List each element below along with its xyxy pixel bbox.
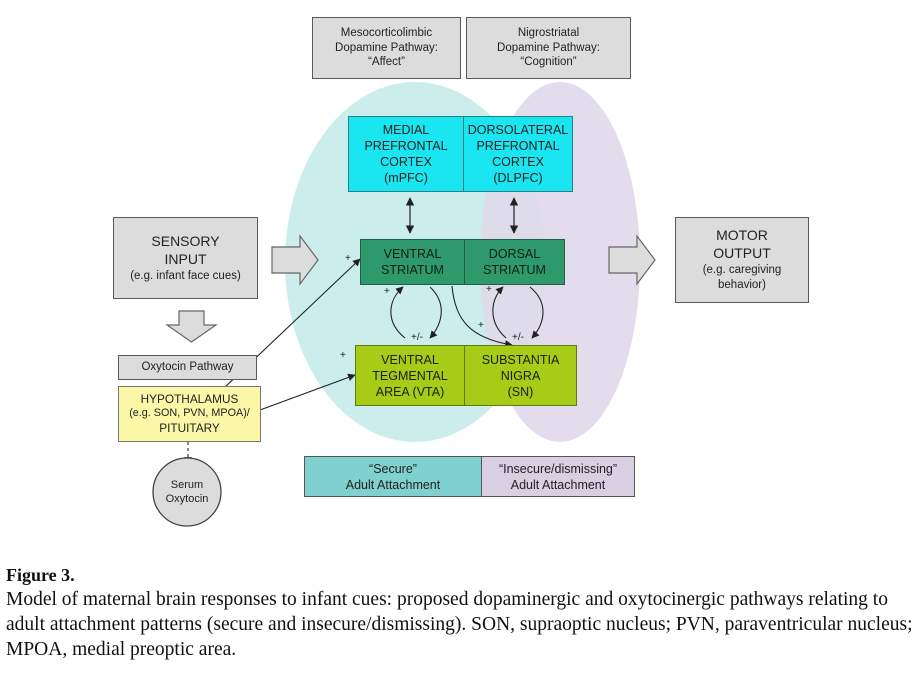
ventral-striatum-box: VENTRAL STRIATUM: [360, 239, 465, 285]
plus-sign: +: [478, 320, 484, 331]
region-label: CORTEX: [492, 155, 544, 169]
dorsal-striatum-box: DORSAL STRIATUM: [464, 239, 565, 285]
plus-minus-sign: +/-: [512, 332, 524, 343]
sensory-to-oxytocin-block-arrow: [165, 310, 218, 343]
plus-sign: +: [486, 284, 492, 295]
brain-to-motor-block-arrow: [608, 234, 656, 286]
vs-vta-loop-down: [429, 286, 442, 339]
serum-line: Oxytocin: [165, 493, 209, 505]
legend-line: “Insecure/dismissing”: [498, 461, 618, 476]
insecure-attachment-legend: “Insecure/dismissing” Adult Attachment: [481, 456, 635, 497]
plus-minus-sign: +/-: [411, 332, 423, 343]
sensory-example: (e.g. infant face cues): [130, 269, 241, 282]
region-label: PREFRONTAL: [364, 139, 448, 153]
plus-sign: +: [340, 350, 346, 361]
pathway-line: Dopamine Pathway:: [497, 41, 600, 54]
region-label: NIGRA: [500, 368, 541, 383]
region-label: (DLPFC): [493, 171, 543, 185]
figure-label: Figure 3.: [6, 565, 75, 585]
region-label: TEGMENTAL: [372, 368, 448, 383]
plus-sign: +: [345, 253, 351, 264]
hypothalamus-box: HYPOTHALAMUS (e.g. SON, PVN, MPOA)/ PITU…: [118, 386, 261, 442]
substantia-nigra-box: SUBSTANTIA NIGRA (SN): [464, 345, 577, 406]
hypothalamus-line: HYPOTHALAMUS: [140, 392, 239, 406]
region-label: DORSOLATERAL: [467, 123, 569, 137]
region-label: CORTEX: [380, 155, 432, 169]
oxytocin-pathway-box: Oxytocin Pathway: [118, 355, 257, 380]
pathway-line: “Cognition”: [520, 56, 577, 69]
region-label: STRIATUM: [381, 263, 444, 277]
hypothalamus-to-vta-arrow: [259, 373, 356, 411]
hypothalamus-line: (e.g. SON, PVN, MPOA)/: [129, 407, 250, 420]
vta-box: VENTRAL TEGMENTAL AREA (VTA): [355, 345, 465, 406]
motor-example: (e.g. caregiving: [702, 264, 782, 277]
pathway-line: Dopamine Pathway:: [335, 41, 438, 54]
region-label: VENTRAL: [383, 247, 442, 261]
pathway-line: Nigrostriatal: [517, 26, 580, 39]
dlpfc-box: DORSOLATERAL PREFRONTAL CORTEX (DLPFC): [463, 116, 573, 192]
serum-oxytocin-label: Serum Oxytocin: [153, 476, 221, 508]
sensory-title: INPUT: [164, 250, 207, 267]
motor-title: OUTPUT: [713, 245, 771, 262]
hypothalamus-line: PITUITARY: [159, 420, 220, 435]
pathway-line: “Affect”: [368, 56, 405, 69]
pathway-line: Mesocorticolimbic: [340, 26, 433, 39]
sensory-title: SENSORY: [151, 232, 220, 249]
motor-title: MOTOR: [716, 227, 768, 244]
region-label: AREA (VTA): [375, 384, 445, 399]
region-label: VENTRAL: [381, 352, 439, 367]
serum-line: Serum: [170, 478, 204, 491]
region-label: MEDIAL: [382, 123, 430, 137]
region-label: STRIATUM: [483, 263, 546, 277]
vs-to-sn-arrow: [451, 285, 513, 348]
figure-caption: Model of maternal brain responses to inf…: [6, 589, 913, 660]
vs-vta-loop-up: [390, 286, 406, 339]
region-label: DORSAL: [488, 247, 541, 261]
legend-line: Adult Attachment: [510, 477, 606, 492]
legend-line: Adult Attachment: [345, 477, 441, 492]
region-label: (SN): [507, 384, 534, 399]
oxytocin-pathway-label: Oxytocin Pathway: [141, 361, 234, 374]
region-label: (mPFC): [384, 171, 428, 185]
mpfc-box: MEDIAL PREFRONTAL CORTEX (mPFC): [348, 116, 464, 192]
mesocorticolimbic-pathway-box: Mesocorticolimbic Dopamine Pathway: “Aff…: [312, 17, 461, 79]
ds-sn-loop-down: [529, 286, 544, 339]
region-label: PREFRONTAL: [476, 139, 560, 153]
nigrostriatal-pathway-box: Nigrostriatal Dopamine Pathway: “Cogniti…: [466, 17, 631, 79]
secure-attachment-legend: “Secure” Adult Attachment: [304, 456, 482, 497]
sensory-to-brain-block-arrow: [271, 234, 319, 286]
legend-line: “Secure”: [369, 461, 417, 476]
region-label: SUBSTANTIA: [481, 352, 560, 367]
plus-sign: +: [384, 286, 390, 297]
serum-oxytocin-circle: [152, 457, 222, 527]
sensory-input-box: SENSORY INPUT (e.g. infant face cues): [113, 217, 258, 299]
motor-output-box: MOTOR OUTPUT (e.g. caregiving behavior): [675, 217, 809, 303]
ds-sn-loop-up: [492, 286, 507, 339]
motor-example: behavior): [718, 278, 766, 291]
